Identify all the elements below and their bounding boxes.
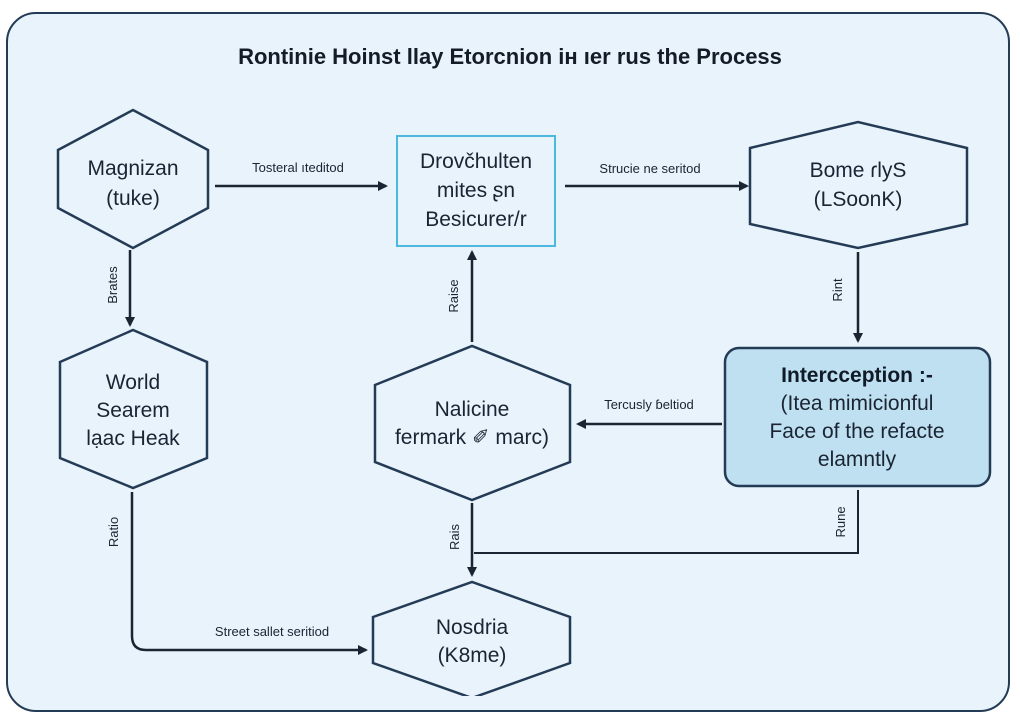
node-nalicine-shape bbox=[373, 344, 572, 502]
node-magnizan-line-1: Magnizan bbox=[87, 157, 178, 180]
node-magnizan-line-2: (tuke) bbox=[106, 187, 160, 210]
diagram-title: Rontinie Hoinst llay Etorcnion iн ıer ru… bbox=[238, 44, 782, 69]
edge-label-rint: Rint bbox=[830, 278, 845, 302]
node-nosdria-line-1: Nosdria bbox=[436, 616, 509, 639]
node-interception-line-3: elamntly bbox=[818, 448, 897, 471]
node-world-shape bbox=[58, 328, 209, 490]
node-drovchulten-shape bbox=[396, 135, 556, 247]
edge-label-brates: Brates bbox=[105, 266, 120, 304]
node-world-line-1: World bbox=[106, 371, 160, 394]
node-nalicine-line-1: Nalicine bbox=[435, 398, 510, 421]
node-bome-line-1: Bome ɾlyS bbox=[810, 159, 907, 182]
node-magnizan-shape bbox=[56, 108, 210, 250]
edge-label-tosteral: Tosteral ıteditod bbox=[252, 160, 344, 175]
edge-world-to-nosdria bbox=[130, 492, 368, 655]
edge-label-rais: Rais bbox=[447, 524, 462, 551]
edge-label-ratio: Ratio bbox=[106, 517, 121, 547]
node-world-line-2: Searem bbox=[96, 399, 170, 422]
edge-interception-to-nosdria-connector bbox=[474, 490, 859, 554]
edge-label-strucie: Strucie ne seritod bbox=[599, 161, 700, 176]
node-interception-title: Intercception :- bbox=[781, 364, 933, 387]
node-interception-shape bbox=[723, 346, 992, 488]
node-interception-line-2: Face of the refacte bbox=[769, 420, 944, 443]
node-bome-shape bbox=[748, 120, 969, 250]
edge-label-rune: Rune bbox=[833, 506, 848, 537]
node-world-line-3: lạac Heak bbox=[86, 427, 180, 450]
flow-diagram: Rontinie Hoinst llay Etorcnion iн ıer ru… bbox=[56, 44, 992, 696]
edge-label-street: Street sallet seritiod bbox=[215, 624, 329, 639]
node-drovchulten-line-3: Besicurer/r bbox=[425, 208, 527, 231]
node-nosdria-line-2: (K8me) bbox=[438, 644, 507, 667]
node-interception-line-1: (Itea mimicionful bbox=[781, 392, 934, 415]
node-nalicine-line-2: fermark ✐ marc) bbox=[395, 426, 549, 449]
node-bome-line-2: (LSoonK) bbox=[814, 188, 903, 211]
node-drovchulten-line-1: Drovčhulten bbox=[420, 150, 532, 173]
node-nosdria-shape bbox=[371, 580, 572, 696]
node-drovchulten-line-2: mites ʂn bbox=[437, 179, 515, 202]
edge-label-terceusly: Tercusly ɓeltiod bbox=[604, 397, 694, 412]
edge-label-raise: Raise bbox=[446, 279, 461, 312]
